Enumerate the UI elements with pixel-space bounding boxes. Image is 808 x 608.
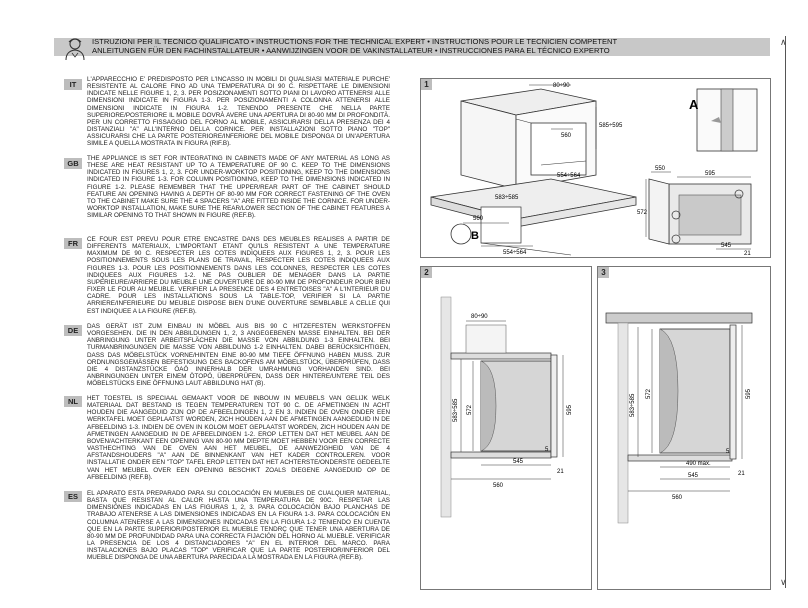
section-text-de: DAS GERÄT IST ZUM EINBAU IN MÖBEL AUS BI… [87,323,390,388]
fig2-dim-4: 5 [545,447,549,453]
chevron-up-icon: ∧ [780,37,787,47]
fig2-dim-3: 595 [567,404,573,415]
figure-3-drawing: 583÷585 572 595 5 490 max. 21 545 560 [605,312,753,524]
lang-badge-es: ES [64,491,82,502]
section-text-fr: CE FOUR EST PREVU POUR ETRE ENCASTRE DAN… [87,236,390,315]
figure-2-number: 2 [421,267,432,278]
section-text-gb: THE APPLIANCE IS SET FOR INTEGRATING IN … [87,155,390,220]
fig1-dim-1: 560 [561,133,572,139]
header-title-line-1: ISTRUZIONI PER IL TECNICO QUALIFICATO • … [92,37,618,46]
fig1-dim-5: 583÷585 [495,195,519,201]
fig1-dim-11: 21 [744,251,751,257]
fig2-dim-1: 583÷585 [453,398,459,422]
fig2-dim-2: 572 [467,404,473,415]
fig3-dim-3: 5 [726,449,730,455]
fig1-dim-4: 560 [473,216,484,222]
fig1-label-b: B [471,230,479,242]
fig1-dim-7: 550 [655,166,666,172]
header-band [54,38,770,56]
fig2-dim-7: 560 [493,483,504,489]
lang-badge-gb: GB [64,158,82,169]
fig1-dim-6: 554÷564 [503,250,527,256]
fig3-dim-2: 595 [746,388,752,399]
fig2-dim-6: 21 [557,469,564,475]
trim-rule [785,36,786,588]
fig3-dim-1: 572 [646,388,652,399]
section-text-nl: HET TOESTEL IS SPECIAAL GEMAAKT VOOR DE … [87,395,390,481]
figure-1-drawing: 80÷90 560 585÷595 554÷564 560 583÷585 55… [430,83,758,257]
fig1-dim-10: 545 [721,243,732,249]
fig1-dim-2: 585÷595 [599,123,623,129]
fig1-dim-3: 554÷564 [557,173,581,179]
section-text-it: L'APPARECCHIO E' PREDISPOSTO PER L'INCAS… [87,76,390,148]
figure-3-number: 3 [598,267,609,278]
header-title-line-2: ANLEITUNGEN FÜR DEN FACHINSTALLATEUR • A… [92,46,610,55]
chevron-down-icon: ∨ [780,577,787,587]
fig3-dim-7: 560 [672,495,683,501]
fig3-dim-0: 583÷585 [630,393,636,417]
fig2-dim-5: 545 [513,459,524,465]
fig1-dim-9: 572 [637,210,648,216]
figure-2-panel: 2 80÷90 583÷585 572 595 5 545 21 560 [420,266,592,590]
technician-icon [65,38,85,60]
fig3-dim-5: 21 [738,471,745,477]
figure-1-number: 1 [421,79,432,90]
fig3-dim-4: 490 max. [686,461,711,467]
fig3-dim-6: 545 [688,473,699,479]
figure-1-panel: 1 80÷90 5 [420,78,771,258]
section-text-es: EL APARATO ESTA PREPARADO PARA SU COLOCA… [87,490,390,562]
fig1-dim-0: 80÷90 [553,83,570,89]
lang-badge-it: IT [64,79,82,90]
figure-3-panel: 3 583÷585 572 595 5 490 max. 21 545 560 [597,266,771,590]
lang-badge-nl: NL [64,396,82,407]
fig1-dim-8: 595 [705,171,716,177]
lang-badge-de: DE [64,325,82,336]
figure-2-drawing: 80÷90 583÷585 572 595 5 545 21 560 [440,296,573,518]
lang-badge-fr: FR [64,238,82,249]
fig2-dim-0: 80÷90 [471,314,488,320]
fig1-label-a: A [689,97,699,112]
